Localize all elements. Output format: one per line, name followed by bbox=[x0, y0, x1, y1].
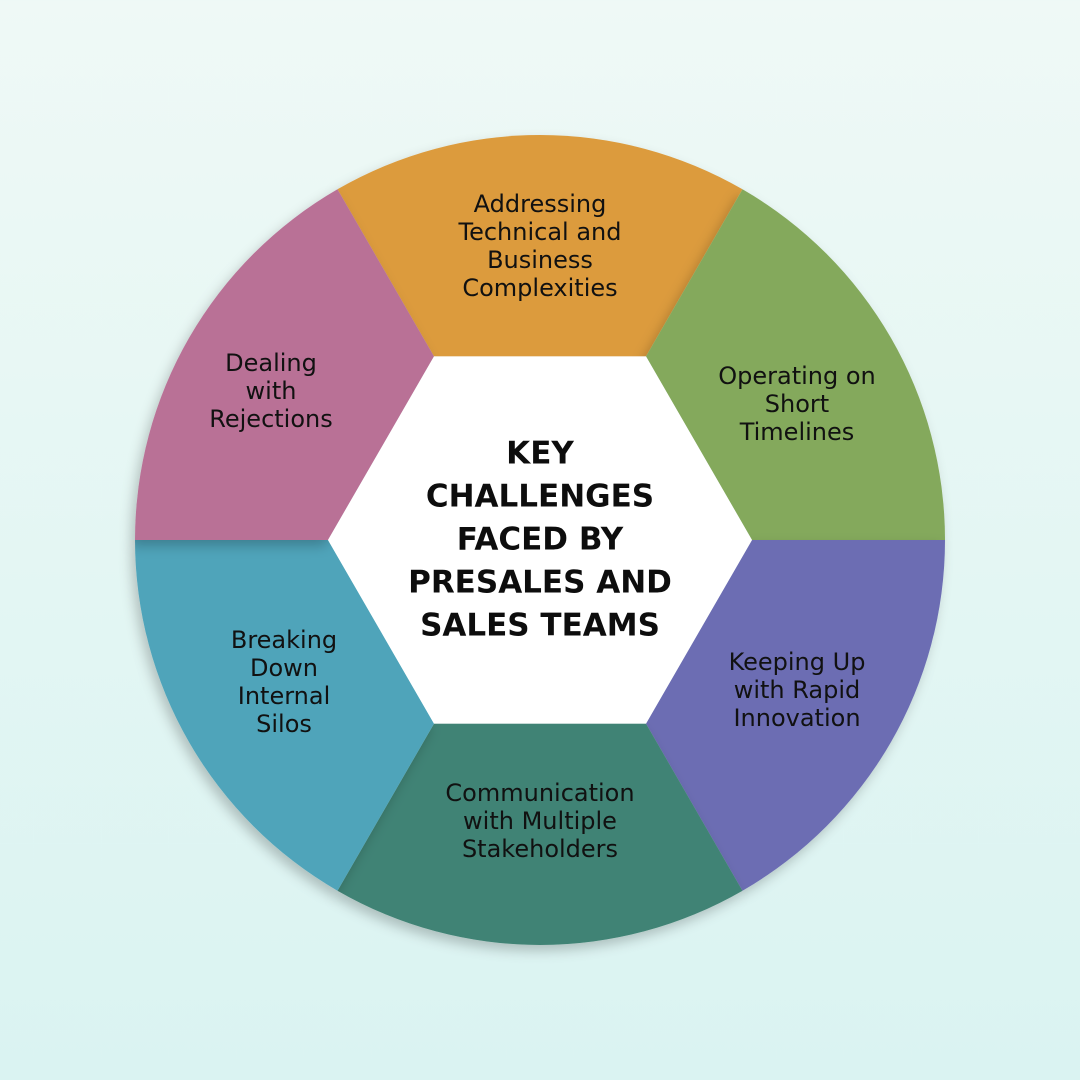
segment-upper-right bbox=[646, 189, 945, 541]
label-addressing-complexities: Addressing Technical and Business Comple… bbox=[458, 190, 622, 302]
label-dealing-rejections: Dealing with Rejections bbox=[209, 349, 333, 433]
segment-upper-left bbox=[135, 189, 434, 541]
center-title: KEY CHALLENGES FACED BY PRESALES AND SAL… bbox=[408, 435, 672, 644]
segment-bottom bbox=[337, 723, 743, 945]
segment-lower-left bbox=[135, 540, 434, 891]
center-hexagon bbox=[328, 356, 752, 724]
label-keeping-up-innovation: Keeping Up with Rapid Innovation bbox=[728, 648, 866, 732]
label-operating-short-timelines: Operating on Short Timelines bbox=[718, 362, 876, 446]
segment-top bbox=[337, 135, 743, 357]
label-communication-stakeholders: Communication with Multiple Stakeholders bbox=[445, 779, 635, 863]
label-breaking-down-silos: Breaking Down Internal Silos bbox=[230, 626, 338, 738]
segment-lower-right bbox=[646, 540, 945, 891]
